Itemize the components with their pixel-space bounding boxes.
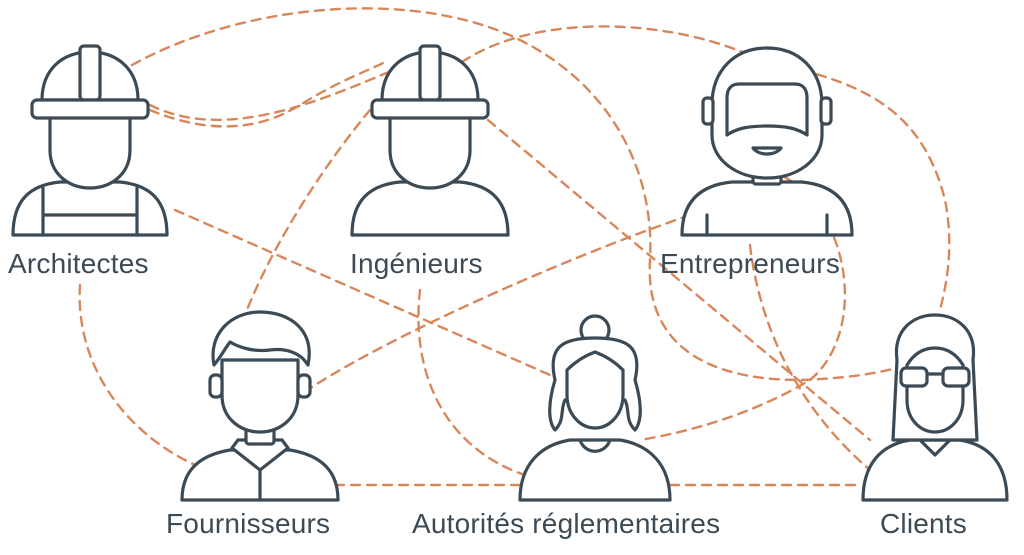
stakeholder-label-architectes: Architectes — [8, 248, 149, 279]
connection-line — [243, 108, 372, 317]
hard-hat-worker-icon — [350, 44, 510, 237]
connection-line — [460, 25, 951, 312]
connection-line — [148, 58, 422, 121]
woman-glasses-icon — [861, 313, 1009, 502]
hard-hat-worker-overalls-icon — [11, 44, 169, 237]
man-collared-shirt-icon — [180, 310, 340, 502]
connection-line — [486, 118, 872, 442]
stakeholder-label-autorites: Autorités réglementaires — [412, 508, 721, 539]
stakeholder-label-ingenieurs: Ingénieurs — [350, 248, 483, 279]
connection-line — [298, 213, 692, 397]
stakeholder-label-fournisseurs: Fournisseurs — [166, 508, 331, 539]
connection-line — [417, 288, 527, 477]
connection-line — [173, 208, 552, 377]
connection-line — [78, 283, 197, 467]
bearded-helmet-person-icon — [680, 46, 854, 237]
woman-hair-bun-icon — [518, 314, 672, 502]
connection-line — [748, 243, 872, 472]
stakeholder-label-clients: Clients — [880, 508, 967, 539]
stakeholder-label-entrepreneurs: Entrepreneurs — [660, 248, 841, 279]
